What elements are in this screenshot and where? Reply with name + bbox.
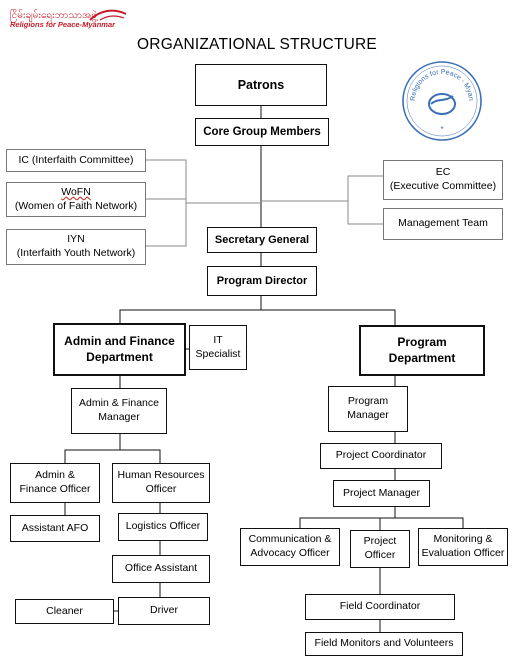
- node-ec: EC (Executive Committee): [383, 160, 503, 200]
- page-title: ORGANIZATIONAL STRUCTURE: [137, 36, 377, 53]
- node-admin-finance-manager: Admin & Finance Manager: [71, 388, 167, 434]
- node-ic: IC (Interfaith Committee): [6, 149, 146, 172]
- node-office-assistant: Office Assistant: [112, 555, 210, 583]
- node-project-manager: Project Manager: [333, 480, 430, 507]
- node-admin-finance-officer: Admin & Finance Officer: [10, 463, 100, 503]
- line-admin-officers: [64, 434, 161, 463]
- node-patrons: Patrons: [195, 64, 327, 106]
- node-assistant-afo: Assistant AFO: [10, 515, 100, 542]
- node-secretary-general: Secretary General: [207, 227, 317, 253]
- line-director-split: [119, 296, 396, 325]
- node-wofn: WoFN (Women of Faith Network): [6, 182, 146, 217]
- node-program-department: Program Department: [359, 325, 485, 376]
- node-logistics-officer: Logistics Officer: [118, 513, 208, 541]
- line-projmgr-officers: [299, 507, 464, 530]
- node-human-resources-officer: Human Resources Officer: [112, 463, 210, 503]
- node-iyn: IYN (Interfaith Youth Network): [6, 229, 146, 265]
- religions-for-peace-seal-icon: Religions for Peace - Myanmar *: [401, 60, 482, 141]
- logo-swoosh-icon: [89, 9, 127, 21]
- wofn-acronym: WoFN: [61, 185, 91, 198]
- line-left-committees: [146, 159, 187, 247]
- node-communication-advocacy-officer: Communication & Advocacy Officer: [240, 528, 340, 566]
- node-it-specialist: IT Specialist: [189, 325, 247, 370]
- node-field-coordinator: Field Coordinator: [305, 594, 455, 620]
- wofn-full: (Women of Faith Network): [14, 199, 138, 212]
- node-project-coordinator: Project Coordinator: [320, 443, 442, 469]
- node-cleaner: Cleaner: [15, 599, 114, 624]
- node-driver: Driver: [118, 597, 210, 625]
- node-program-manager: Program Manager: [328, 386, 408, 432]
- node-monitoring-evaluation-officer: Monitoring & Evaluation Officer: [418, 528, 508, 566]
- node-core-group-members: Core Group Members: [195, 118, 329, 146]
- node-management-team: Management Team: [383, 208, 503, 240]
- line-right-committees: [347, 175, 383, 225]
- node-field-monitors-volunteers: Field Monitors and Volunteers: [305, 632, 463, 656]
- seal-star: *: [440, 125, 443, 134]
- logo-script: ငြိမ်းချမ်းရေးဘာသာအဖွဲ့: [10, 10, 98, 21]
- node-project-officer: Project Officer: [350, 530, 410, 568]
- node-admin-finance-department: Admin and Finance Department: [53, 323, 186, 376]
- node-program-director: Program Director: [207, 266, 317, 296]
- logo-tagline: Religions for Peace-Myanmar: [10, 20, 116, 29]
